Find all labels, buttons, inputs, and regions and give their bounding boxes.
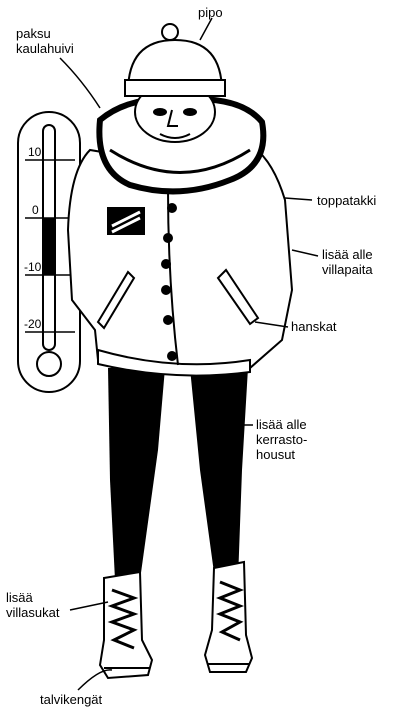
legs: [108, 368, 248, 580]
leader-pipo: [200, 18, 212, 40]
button-1: [168, 204, 176, 212]
left-eye: [154, 109, 166, 115]
label-sweater: lisää alle villapaita: [322, 247, 373, 277]
hat-band: [125, 80, 225, 96]
button-5: [164, 316, 172, 324]
right-eye: [184, 109, 196, 115]
label-boots: talvikengät: [40, 692, 102, 707]
label-gloves: hanskat: [291, 319, 337, 334]
thermometer-level: [44, 218, 54, 275]
label-pipo: pipo: [198, 5, 223, 20]
label-jacket: toppatakki: [317, 193, 376, 208]
left-leg: [108, 368, 165, 580]
button-6: [168, 352, 176, 360]
right-leg: [190, 368, 248, 580]
hat: [125, 24, 225, 96]
tick-label-minus20: -20: [24, 317, 42, 331]
button-3: [162, 260, 170, 268]
label-longjohns: lisää alle kerrasto- housut: [256, 417, 307, 462]
boots: [100, 562, 252, 678]
label-socks: lisää villasukat: [6, 590, 59, 620]
leader-socks: [70, 602, 108, 610]
leader-scarf: [60, 58, 100, 108]
leader-jacket: [285, 198, 312, 200]
left-boot: [100, 572, 152, 678]
label-scarf: paksu kaulahuivi: [16, 26, 74, 56]
tick-label-minus10: -10: [24, 260, 42, 274]
tick-label-0: 0: [32, 203, 39, 217]
hat-pompom: [162, 24, 178, 40]
tick-label-10: 10: [28, 145, 42, 159]
leader-sweater: [292, 250, 318, 256]
button-4: [162, 286, 170, 294]
thermometer-bulb: [37, 352, 61, 376]
button-2: [164, 234, 172, 242]
